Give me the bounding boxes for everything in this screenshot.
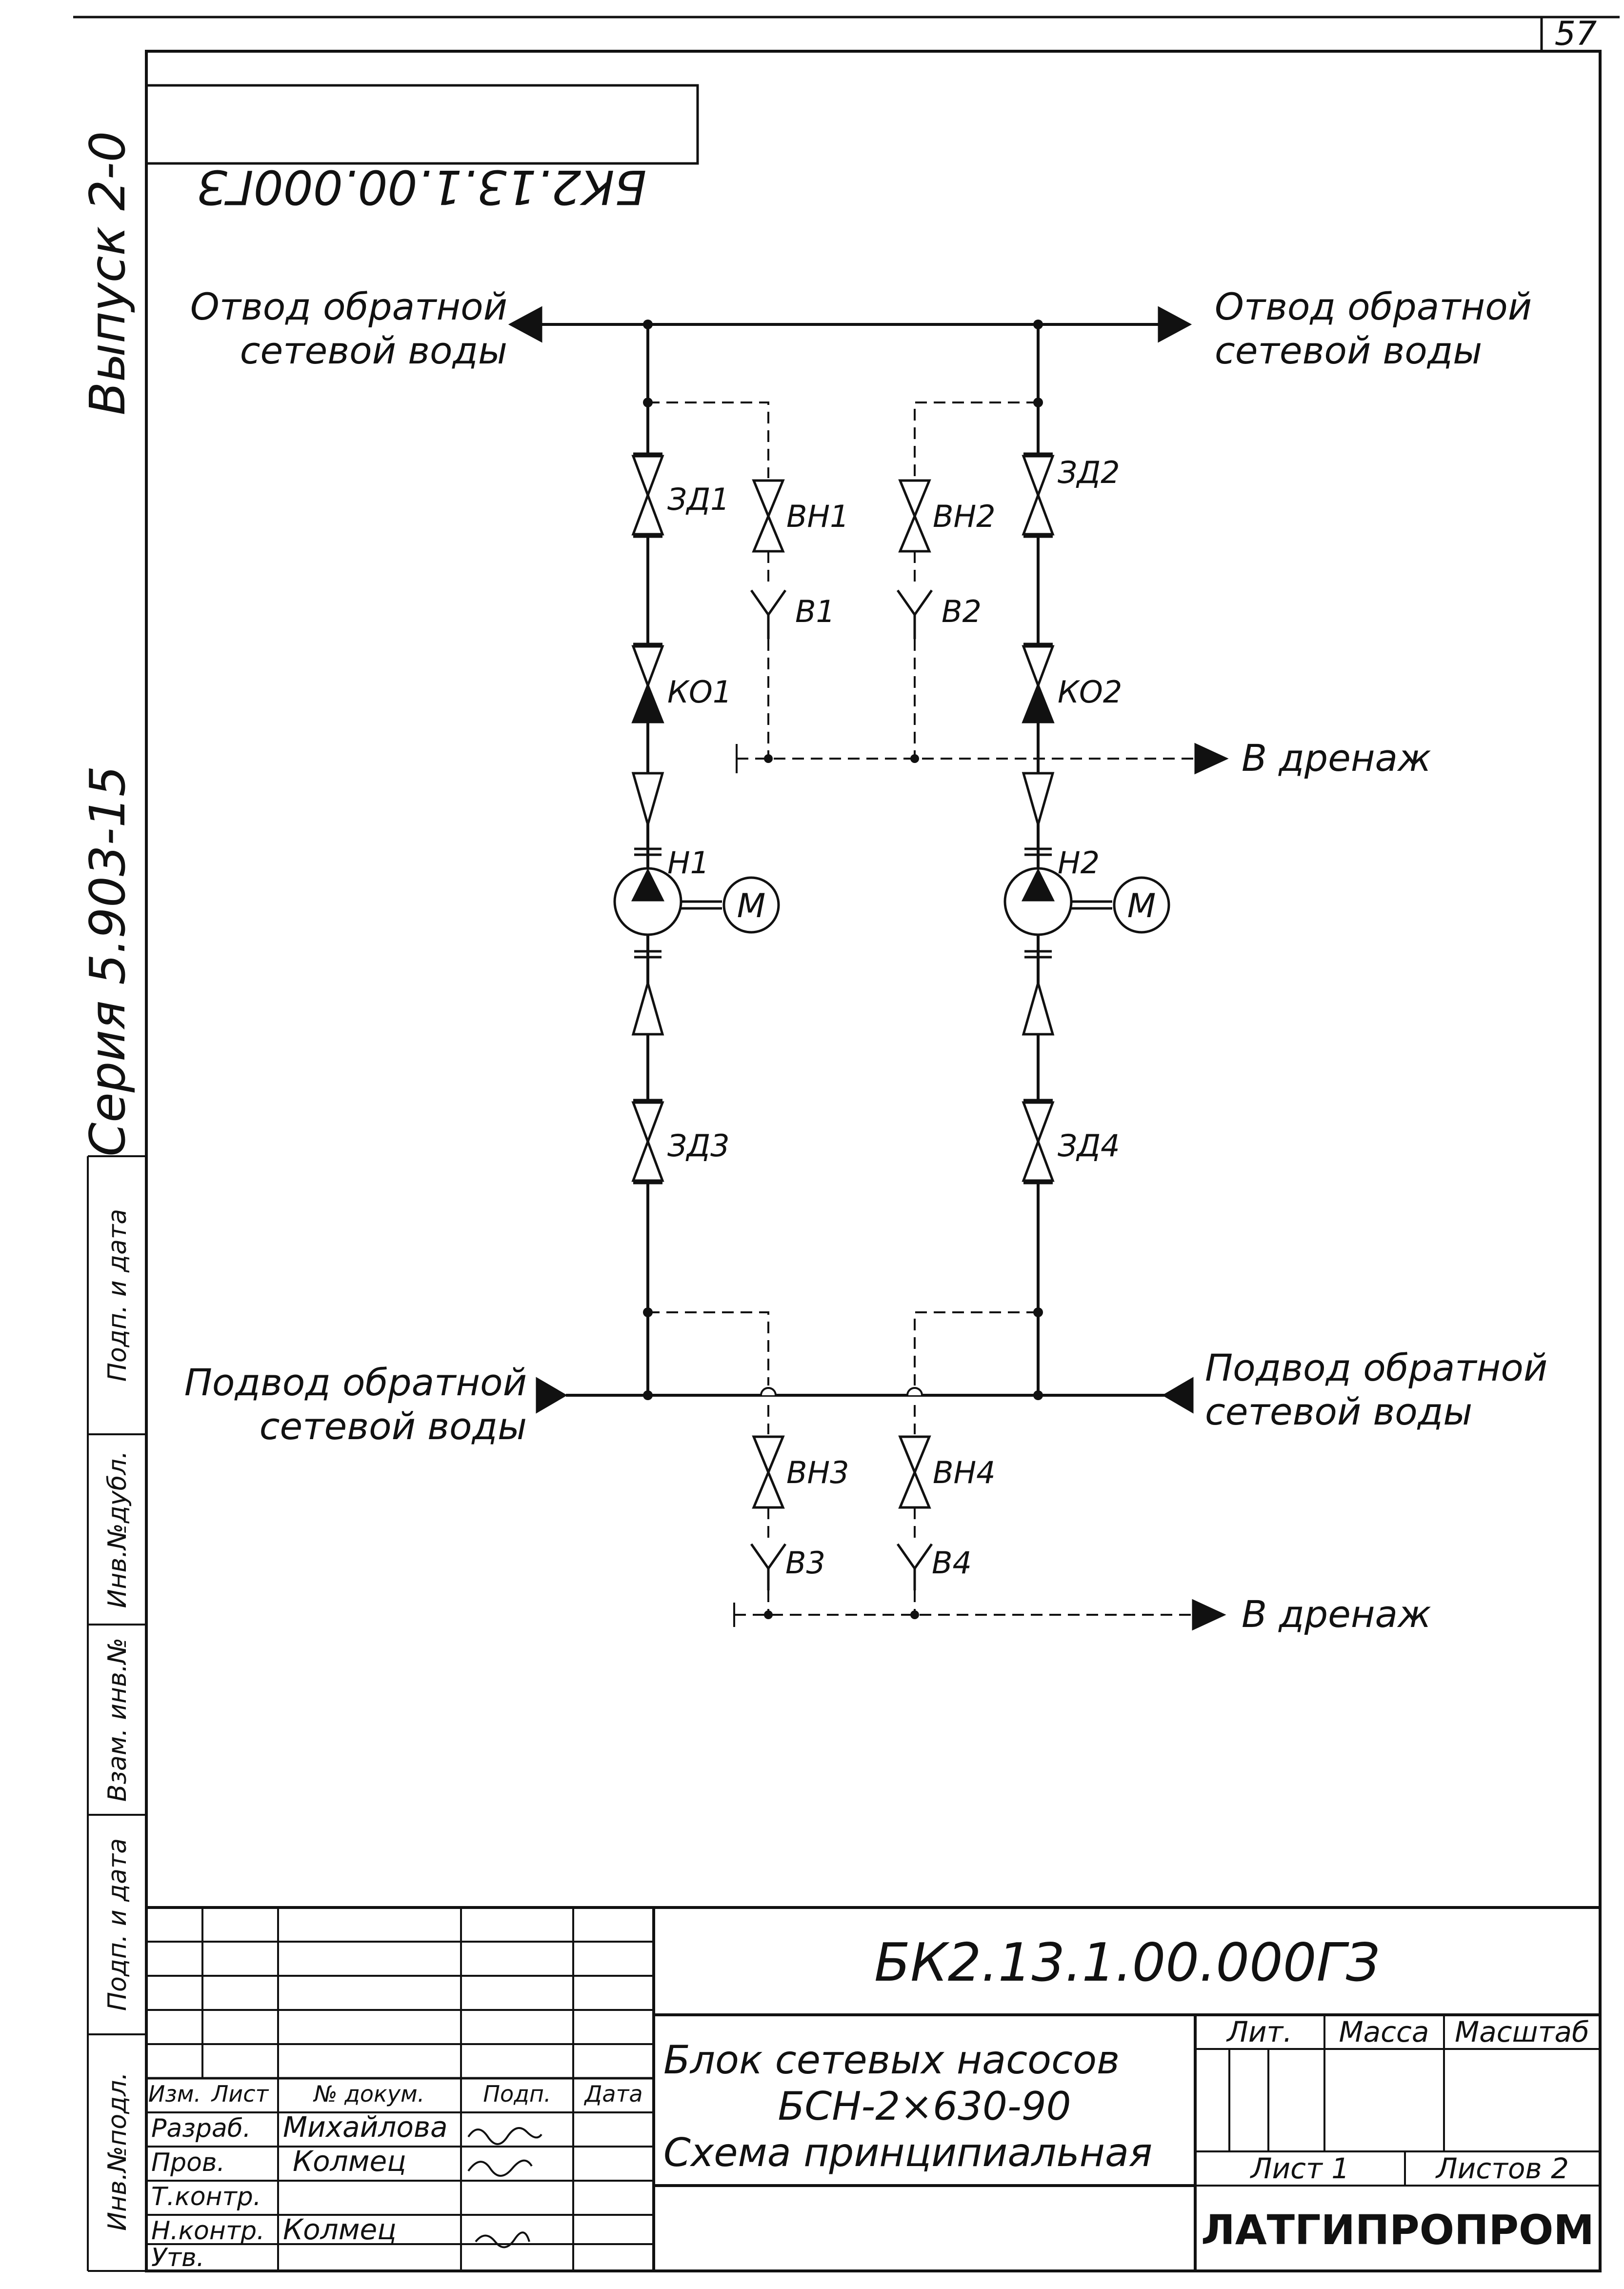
mass-label: Масса <box>1339 2015 1429 2048</box>
label-out-left-1: Отвод обратной <box>190 285 507 328</box>
drain-valve-bn1[interactable] <box>752 479 785 553</box>
gate-valve-zd1[interactable] <box>631 452 664 538</box>
flow-labels: Отвод обратной сетевой воды Отвод обратн… <box>184 285 1547 1636</box>
drain-valve-bn2[interactable] <box>898 479 931 553</box>
organization: ЛАТГИПРОПРОМ <box>1201 2206 1594 2254</box>
margin-col-2: Подп. и дата <box>103 1838 132 2011</box>
role-3: Т.контр. <box>151 2182 261 2211</box>
pipe-crossings <box>760 1387 923 1396</box>
label-in-right-1: Подвод обратной <box>1205 1346 1547 1389</box>
label-bn1: ВН1 <box>786 499 849 534</box>
product-line-2: БСН-2×630-90 <box>778 2084 1071 2129</box>
hdr-sign: Подп. <box>483 2081 551 2107</box>
gate-valve-zd3[interactable] <box>631 1099 664 1185</box>
drain-valve-bn3[interactable] <box>752 1435 785 1509</box>
label-n1: Н1 <box>667 845 709 881</box>
signatures <box>467 2127 542 2249</box>
label-ko1: КО1 <box>667 674 732 710</box>
label-zd4: ЗД4 <box>1058 1128 1120 1164</box>
label-b4: В4 <box>932 1545 972 1581</box>
label-zd2: ЗД2 <box>1058 455 1120 490</box>
motor-m1 <box>722 876 780 934</box>
name-1: Михайлова <box>283 2110 448 2144</box>
label-bn2: ВН2 <box>933 499 996 534</box>
hdr-date: Дата <box>583 2081 642 2107</box>
product-line-1: Блок сетевых насосов <box>663 2037 1120 2083</box>
label-out-right-2: сетевой воды <box>1215 329 1482 372</box>
label-drain-upper: В дренаж <box>1242 736 1431 780</box>
flow-arrows <box>508 306 1229 1631</box>
title-block-text: БК2.13.1.00.000ГЗ Изм. Лист № докум. Под… <box>148 1932 1594 2272</box>
role-1: Разраб. <box>151 2114 251 2143</box>
margin-col-5: Подп. и дата <box>103 1209 132 1382</box>
title-block <box>146 1906 1600 2271</box>
scale-label: Масштаб <box>1455 2015 1589 2048</box>
hdr-doc: № докум. <box>313 2081 425 2107</box>
role-2: Пров. <box>151 2148 225 2177</box>
pump-n2[interactable] <box>1003 867 1170 936</box>
motor-label-2: М <box>1127 887 1156 925</box>
check-valve-ko2[interactable] <box>1022 643 1055 723</box>
label-b1: В1 <box>795 594 835 629</box>
lit-label: Лит. <box>1226 2015 1292 2048</box>
label-out-right-1: Отвод обратной <box>1215 285 1532 328</box>
sheet-frame: 57 БК2.13.1.00.000ГЗ Выпуск 2-0 Серия 5.… <box>73 15 1620 2272</box>
hdr-izm: Изм. <box>148 2081 201 2107</box>
sheet-label: Лист 1 <box>1250 2152 1349 2185</box>
series-label: Серия 5.903-15 <box>79 765 136 1156</box>
doc-code: БК2.13.1.00.000ГЗ <box>874 1932 1380 1993</box>
label-b3: В3 <box>785 1545 825 1581</box>
label-bn4: ВН4 <box>933 1455 996 1490</box>
label-in-right-2: сетевой воды <box>1205 1390 1472 1433</box>
pump-n1[interactable] <box>613 867 780 936</box>
product-line-3: Схема принципиальная <box>663 2130 1152 2175</box>
drain-funnels <box>750 589 933 1590</box>
label-b2: В2 <box>942 594 982 629</box>
sheets-label: Листов 2 <box>1435 2152 1569 2185</box>
check-valve-ko1[interactable] <box>631 643 664 723</box>
motor-m2 <box>1113 876 1170 934</box>
label-zd3: ЗД3 <box>667 1128 730 1164</box>
margin-col-3: Взам. инв.№ <box>103 1638 132 1802</box>
label-in-left-2: сетевой воды <box>260 1405 527 1448</box>
role-6: Утв. <box>151 2243 204 2272</box>
issue-label: Выпуск 2-0 <box>79 131 136 416</box>
gate-valve-zd2[interactable] <box>1022 452 1055 538</box>
gate-valve-zd4[interactable] <box>1022 1099 1055 1185</box>
flanges <box>634 847 1052 959</box>
label-n2: Н2 <box>1058 845 1100 881</box>
label-bn3: ВН3 <box>786 1455 849 1490</box>
label-zd1: ЗД1 <box>667 482 730 517</box>
stamp-code-mirrored: БК2.13.1.00.000ГЗ <box>198 160 647 214</box>
label-drain-lower: В дренаж <box>1242 1592 1431 1636</box>
role-5: Н.контр. <box>151 2216 265 2246</box>
label-out-left-2: сетевой воды <box>240 329 507 372</box>
name-2: Колмец <box>293 2145 406 2178</box>
motor-label-1: М <box>737 887 766 925</box>
drain-end-ticks <box>733 744 738 1627</box>
margin-col-1: Инв.№подл. <box>103 2072 132 2231</box>
reducers <box>631 772 1055 1036</box>
drain-valve-bn4[interactable] <box>898 1435 931 1509</box>
component-labels: ЗД1 ЗД2 ЗД3 ЗД4 ВН1 ВН2 ВН3 ВН4 В1 В2 В3… <box>667 455 1122 1581</box>
label-in-left-1: Подвод обратной <box>184 1361 527 1404</box>
label-ko2: КО2 <box>1058 674 1122 710</box>
drain-piping <box>648 402 1195 1616</box>
hdr-list: Лист <box>211 2081 269 2107</box>
margin-col-4: Инв.№дубл. <box>103 1451 132 1608</box>
page-number: 57 <box>1555 15 1597 53</box>
name-5: Колмец <box>283 2213 397 2246</box>
